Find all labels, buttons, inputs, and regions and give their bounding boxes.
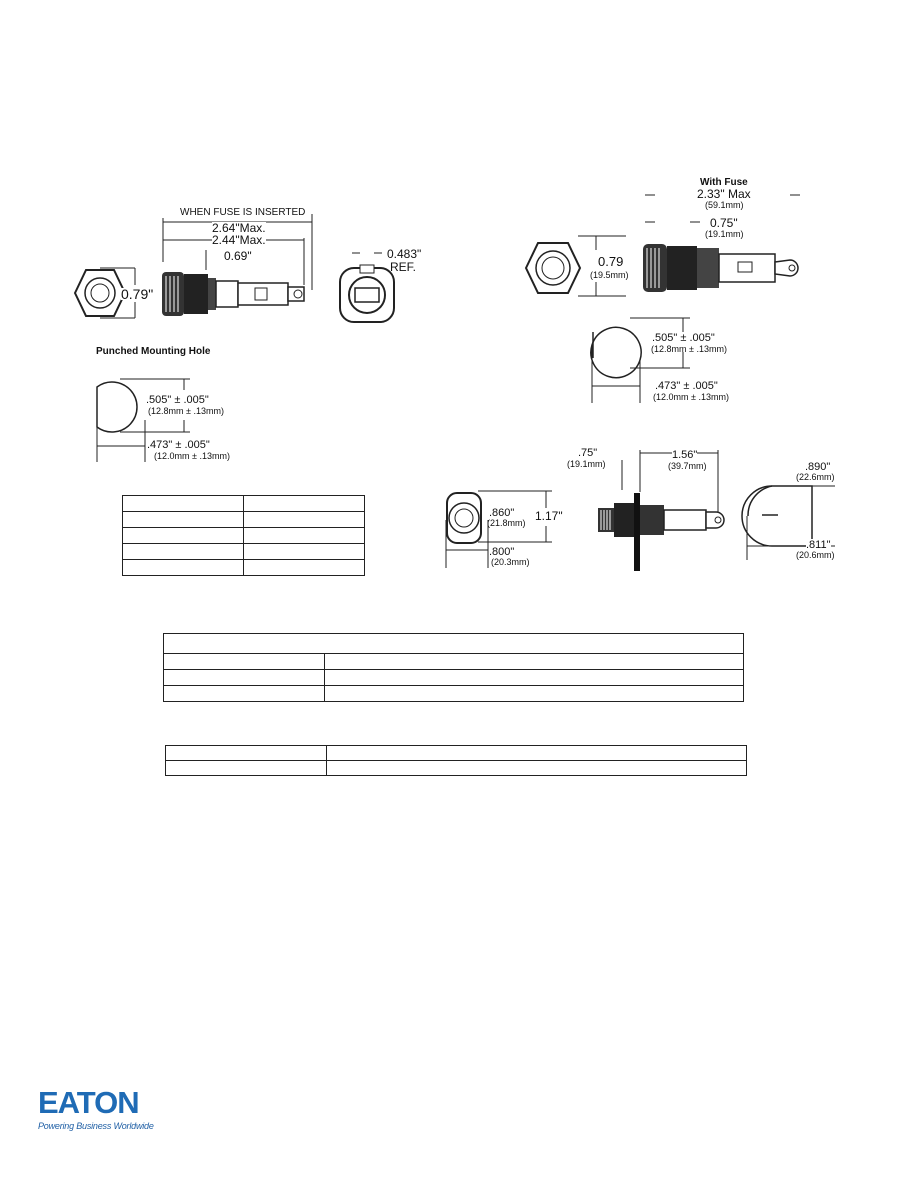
right-dim-505-mm: (12.8mm ± .13mm)	[651, 344, 727, 354]
right-dim-473: .473" ± .005"	[655, 380, 718, 392]
table-row	[163, 653, 744, 670]
dim-1-56: 1.56"	[672, 449, 698, 461]
table-row	[122, 511, 365, 528]
dim-0-75: 0.75"	[710, 216, 738, 230]
dim-2-64-max: 2.64"Max.	[212, 221, 266, 235]
punched-dim-505-mm: (12.8mm ± .13mm)	[148, 406, 224, 416]
dim-811-mm: (20.6mm)	[796, 550, 835, 560]
table-row	[122, 495, 365, 512]
dim-0-75-mm: (19.1mm)	[705, 229, 744, 239]
spec-table-bottom	[165, 745, 747, 776]
dim-1-17: 1.17"	[535, 509, 563, 523]
table-row	[165, 760, 747, 776]
dim-2-44-max: 2.44"Max.	[212, 233, 266, 247]
table-row	[122, 559, 365, 576]
table-row	[122, 543, 365, 560]
dim-0-79-left: 0.79"	[121, 286, 154, 302]
eaton-logo-wordmark: EATON	[38, 1085, 140, 1120]
dim-860: .860"	[489, 507, 515, 519]
dim-1-56-mm: (39.7mm)	[668, 461, 707, 471]
dim-2-33-mm: (59.1mm)	[705, 200, 744, 210]
dim-0-79-mm: (19.5mm)	[590, 270, 629, 280]
dim-75-in: .75"	[578, 447, 598, 459]
punched-dim-473-mm: (12.0mm ± .13mm)	[154, 451, 230, 461]
table-row	[163, 685, 744, 702]
punched-dim-505: .505" ± .005"	[146, 394, 209, 406]
ref-label: REF.	[390, 260, 417, 274]
dim-0-483: 0.483"	[387, 247, 422, 261]
table-row	[163, 669, 744, 686]
dim-800-mm: (20.3mm)	[491, 557, 530, 567]
dim-890: .890"	[805, 461, 831, 473]
punched-dim-473: .473" ± .005"	[147, 439, 210, 451]
dim-811: .811"	[806, 539, 831, 551]
dim-860-mm: (21.8mm)	[487, 518, 526, 528]
right-dim-505: .505" ± .005"	[652, 332, 715, 344]
table-row	[165, 745, 747, 761]
when-fuse-inserted-label: WHEN FUSE IS INSERTED	[180, 207, 306, 218]
table-row	[163, 633, 744, 654]
dim-800: .800"	[489, 546, 515, 558]
spec-table-small	[122, 495, 365, 576]
punched-mounting-hole-title: Punched Mounting Hole	[96, 346, 211, 357]
dim-0-79-right: 0.79	[598, 254, 624, 269]
table-row	[122, 527, 365, 544]
spec-table-wide	[163, 633, 744, 702]
dim-0-69: 0.69"	[224, 249, 252, 263]
with-fuse-label: With Fuse	[700, 177, 748, 188]
dim-890-mm: (22.6mm)	[796, 472, 835, 482]
right-dim-473-mm: (12.0mm ± .13mm)	[653, 392, 729, 402]
dim-2-33-max: 2.33" Max	[697, 187, 751, 201]
eaton-tagline: Powering Business Worldwide	[38, 1121, 154, 1131]
dim-75-mm: (19.1mm)	[567, 459, 606, 469]
